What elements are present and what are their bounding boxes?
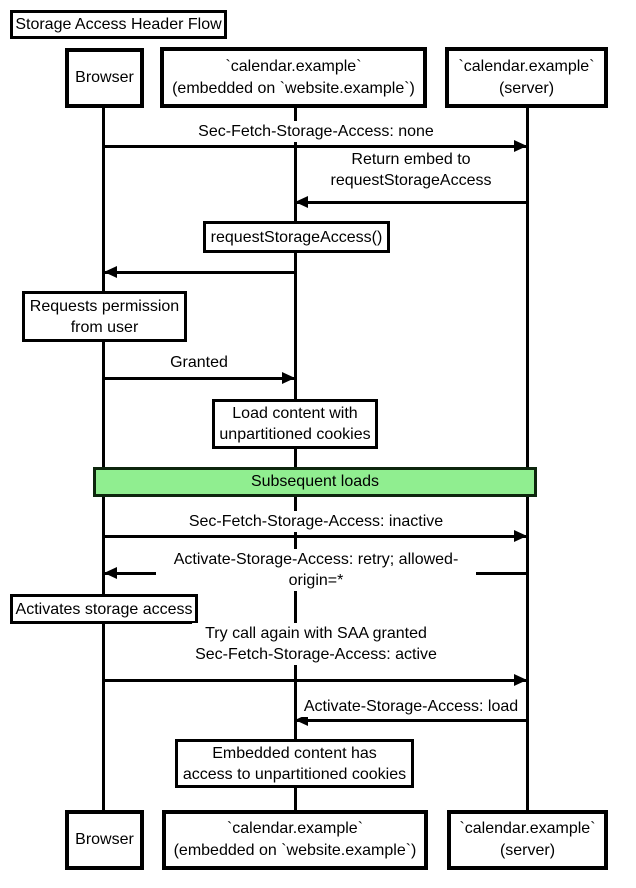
actor-calendar-embedded-bottom: `calendar.example` (embedded on `website… <box>162 810 428 870</box>
arrowhead-right-icon <box>282 372 295 384</box>
note-activates-storage-access: Activates storage access <box>10 594 198 624</box>
diagram-title: Storage Access Header Flow <box>10 10 227 39</box>
message-arrow-7 <box>104 679 527 682</box>
message-arrow-5 <box>104 535 527 538</box>
arrowhead-left-icon <box>295 714 308 726</box>
actor-browser-top: Browser <box>65 48 144 108</box>
lifeline-calendar-embedded <box>294 107 297 810</box>
arrowhead-right-icon <box>514 140 527 152</box>
note-embedded-content-access: Embedded content has access to unpartiti… <box>175 739 414 788</box>
lifeline-browser <box>102 107 105 810</box>
message-label-activate-retry: Activate-Storage-Access: retry; allowed-… <box>156 549 476 591</box>
message-arrow-2 <box>295 201 527 204</box>
message-arrow-1 <box>104 145 527 148</box>
actor-calendar-embedded-top: `calendar.example` (embedded on `website… <box>160 47 427 108</box>
message-label-sec-fetch-none: Sec-Fetch-Storage-Access: none <box>195 121 437 142</box>
actor-browser-bottom: Browser <box>65 810 144 870</box>
message-label-granted: Granted <box>167 352 231 373</box>
message-label-request-storage-access: requestStorageAccess() <box>203 221 390 253</box>
message-label-try-call-again: Try call again with SAA granted Sec-Fetc… <box>192 623 440 665</box>
arrowhead-left-icon <box>295 196 308 208</box>
arrowhead-right-icon <box>514 530 527 542</box>
note-load-content: Load content with unpartitioned cookies <box>212 399 378 449</box>
lifeline-calendar-server <box>526 107 529 810</box>
message-arrow-4 <box>104 377 295 380</box>
message-arrow-8 <box>295 719 527 722</box>
arrowhead-right-icon <box>514 674 527 686</box>
message-arrow-3 <box>104 271 295 274</box>
band-subsequent-loads: Subsequent loads <box>93 467 537 497</box>
actor-calendar-server-bottom: `calendar.example` (server) <box>447 810 608 870</box>
actor-calendar-server-top: `calendar.example` (server) <box>445 47 608 108</box>
arrowhead-left-icon <box>104 567 117 579</box>
note-requests-permission: Requests permission from user <box>22 291 187 342</box>
message-label-return-embed: Return embed to requestStorageAccess <box>327 149 495 191</box>
message-label-activate-load: Activate-Storage-Access: load <box>300 696 522 717</box>
arrowhead-left-icon <box>104 266 117 278</box>
message-label-sec-fetch-inactive: Sec-Fetch-Storage-Access: inactive <box>185 511 447 532</box>
